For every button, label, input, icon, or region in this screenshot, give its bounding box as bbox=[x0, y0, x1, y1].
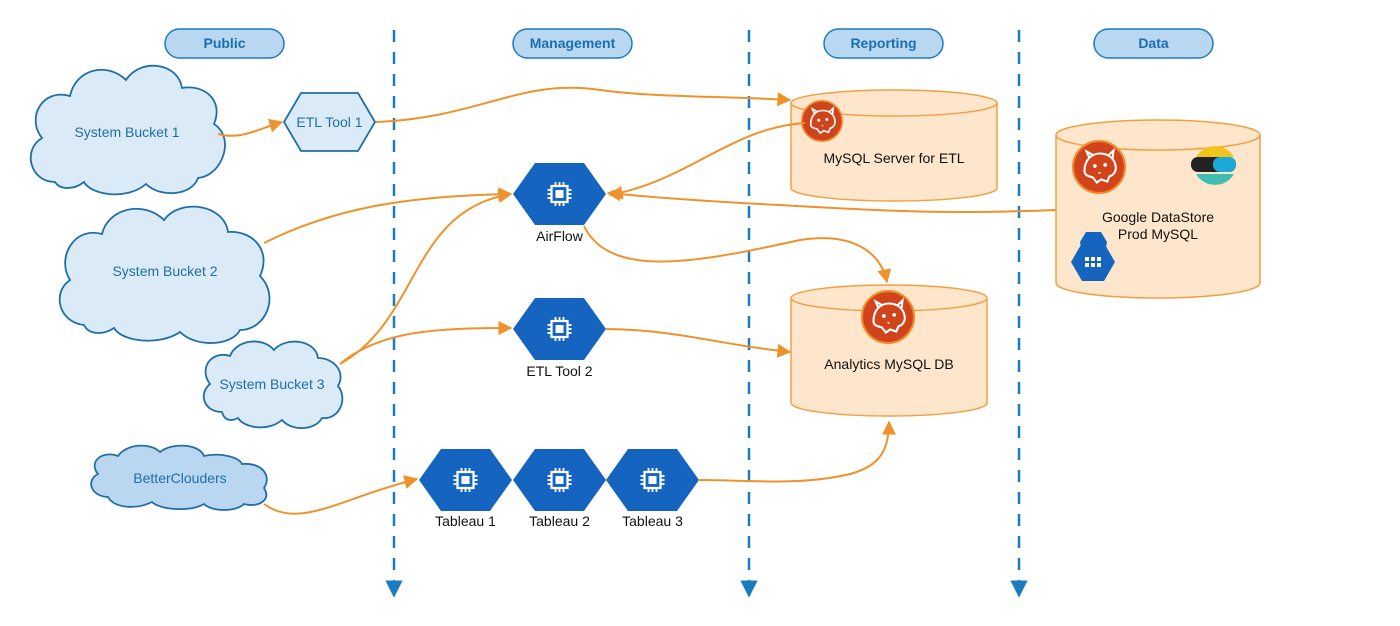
system-bucket-2-label: System Bucket 2 bbox=[112, 263, 217, 279]
edge-airflow-analytics bbox=[583, 225, 892, 284]
db-google-datastore[interactable]: Google DataStore Prod MySQL bbox=[1055, 119, 1261, 299]
zone-public-label: Public bbox=[203, 35, 245, 51]
db-analytics[interactable]: Analytics MySQL DB bbox=[790, 284, 988, 417]
betterclouders-label: BetterClouders bbox=[133, 470, 226, 486]
hex-etl-tool-1[interactable]: ETL Tool 1 bbox=[282, 92, 377, 152]
zone-data-label: Data bbox=[1138, 35, 1169, 51]
tableau-1-label: Tableau 1 bbox=[435, 513, 496, 529]
compute-tableau-1[interactable]: Tableau 1 bbox=[419, 449, 512, 529]
tableau-2-label: Tableau 2 bbox=[529, 513, 590, 529]
tableau-3-label: Tableau 3 bbox=[622, 513, 683, 529]
zone-management-label: Management bbox=[530, 35, 616, 51]
edge-betterclouders-tableau1 bbox=[263, 475, 419, 515]
google-datastore-icon bbox=[1071, 232, 1115, 281]
edge-bucket2-airflow bbox=[263, 187, 513, 244]
edge-bucket3-airflow bbox=[339, 189, 513, 365]
edge-etl1-mysql-etl bbox=[375, 86, 792, 123]
compute-etl-tool-2[interactable]: ETL Tool 2 bbox=[513, 298, 606, 379]
edge-mysql-etl-airflow bbox=[608, 122, 806, 200]
zone-reporting: Reporting bbox=[823, 28, 944, 59]
compute-engine-chip-icon bbox=[639, 466, 666, 494]
mysql-cougar-icon bbox=[801, 100, 843, 142]
etl-tool-2-label: ETL Tool 2 bbox=[526, 363, 592, 379]
zone-management: Management bbox=[512, 28, 633, 59]
cloud-system-bucket-3[interactable]: System Bucket 3 bbox=[202, 340, 344, 429]
compute-engine-chip-icon bbox=[546, 180, 573, 208]
etl-tool-1-label: ETL Tool 1 bbox=[296, 114, 362, 130]
compute-tableau-2[interactable]: Tableau 2 bbox=[513, 449, 606, 529]
analytics-db-label: Analytics MySQL DB bbox=[824, 356, 953, 372]
edge-tableau3-analytics bbox=[698, 420, 896, 483]
datastore-label-line2: Prod MySQL bbox=[1118, 226, 1198, 242]
compute-airflow[interactable]: AirFlow bbox=[513, 163, 606, 244]
elasticsearch-icon bbox=[1191, 146, 1236, 185]
cloud-system-bucket-2[interactable]: System Bucket 2 bbox=[58, 205, 271, 344]
edge-datastore-airflow bbox=[606, 187, 1057, 214]
edge-bucket1-etl1 bbox=[217, 119, 284, 137]
compute-engine-chip-icon bbox=[546, 315, 573, 343]
compute-engine-chip-icon bbox=[452, 466, 479, 494]
mysql-cougar-icon bbox=[861, 290, 915, 344]
connectors bbox=[217, 86, 1057, 515]
zone-reporting-label: Reporting bbox=[850, 35, 916, 51]
mysql-cougar-icon bbox=[1072, 140, 1126, 194]
mysql-etl-label: MySQL Server for ETL bbox=[823, 150, 964, 166]
cloud-system-bucket-1[interactable]: System Bucket 1 bbox=[29, 64, 226, 196]
zone-data: Data bbox=[1093, 28, 1214, 59]
system-bucket-3-label: System Bucket 3 bbox=[219, 376, 324, 392]
edge-bucket3-etl2 bbox=[339, 321, 513, 365]
airflow-label: AirFlow bbox=[536, 228, 584, 244]
dividers bbox=[385, 30, 1028, 598]
zone-public: Public bbox=[164, 28, 285, 59]
compute-tableau-3[interactable]: Tableau 3 bbox=[606, 449, 699, 529]
system-bucket-1-label: System Bucket 1 bbox=[74, 124, 179, 140]
cloud-betterclouders[interactable]: BetterClouders bbox=[90, 444, 268, 511]
compute-engine-chip-icon bbox=[546, 466, 573, 494]
db-mysql-etl[interactable]: MySQL Server for ETL bbox=[790, 89, 998, 202]
edge-etl2-analytics bbox=[605, 328, 792, 358]
datastore-label-line1: Google DataStore bbox=[1102, 209, 1214, 225]
zone-headers: Public Management Reporting Data bbox=[164, 28, 1214, 59]
